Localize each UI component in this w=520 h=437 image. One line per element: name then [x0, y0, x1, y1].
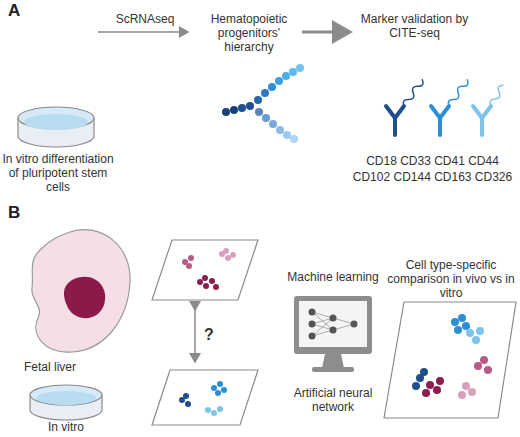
- petri-dish: [18, 107, 94, 147]
- arrow: [302, 31, 350, 34]
- panel-letter: B: [8, 206, 38, 220]
- embryo: [32, 230, 130, 352]
- text-label: In vitro: [26, 420, 106, 434]
- text-label: CD18 CD33 CD41 CD44: [355, 154, 510, 168]
- text-label: ScRNAseq: [100, 12, 190, 26]
- panel-letter: A: [8, 4, 38, 18]
- text-label: Artificial neural network: [283, 386, 383, 414]
- scatter-panel: [152, 370, 258, 425]
- petri-dish: [30, 385, 102, 420]
- arrow: [98, 31, 188, 33]
- text-label: Machine learning: [280, 270, 386, 284]
- text-label: Hematopoietic progenitors' hierarchy: [195, 12, 303, 54]
- computer-monitor: [294, 296, 372, 372]
- hierarchy-dots: [222, 64, 304, 143]
- text-label: ?: [204, 328, 224, 342]
- text-label: CD102 CD144 CD163 CD326: [350, 170, 515, 184]
- scatter-panel: [384, 302, 516, 418]
- text-label: In vitro differentiation of pluripotent …: [2, 152, 114, 194]
- text-label: Marker validation by CITE-seq: [352, 12, 477, 40]
- scatter-panel: [152, 240, 258, 300]
- text-label: Cell type-specific comparison in vivo vs…: [386, 258, 516, 300]
- double-arrow: [194, 310, 196, 362]
- antibody-icons: [386, 78, 506, 135]
- text-label: Fetal liver: [10, 360, 90, 374]
